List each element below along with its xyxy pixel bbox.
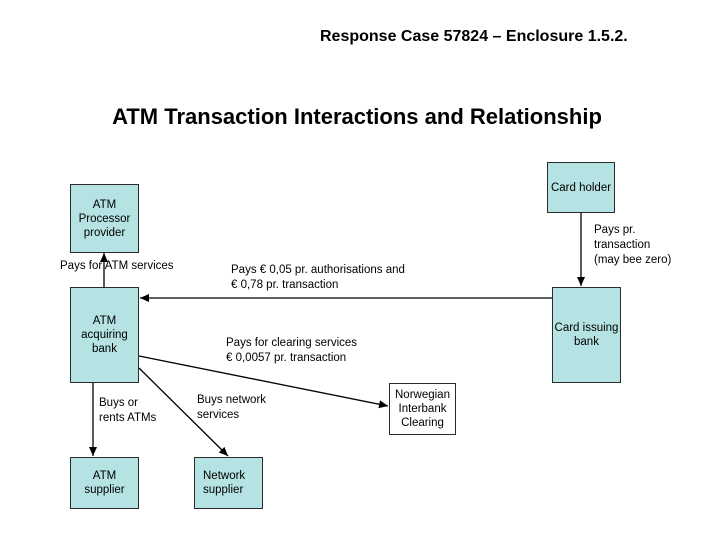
arrow-acquiring-to-clearing — [138, 355, 389, 409]
label-pays-per-transaction: Pays pr. transaction (may bee zero) — [594, 224, 672, 266]
label-buys-atms: Buys or rents ATMs — [99, 397, 157, 424]
node-card-issuing-bank: Card issuing bank — [552, 287, 621, 383]
enclosure-reference: Response Case 57824 – Enclosure 1.5.2. — [320, 28, 628, 45]
node-atm-processor-provider: ATM Processor provider — [70, 184, 139, 253]
diagram-title: ATM Transaction Interactions and Relatio… — [112, 104, 602, 129]
arrow-acquiring-to-network-supplier — [138, 367, 229, 457]
label-pays-clearing: Pays for clearing services € 0,0057 pr. … — [226, 337, 358, 364]
node-norwegian-interbank-clearing: Norwegian Interbank Clearing — [389, 383, 456, 435]
node-card-holder: Card holder — [547, 162, 615, 213]
label-pays-authorisations: Pays € 0,05 pr. authorisations and € 0,7… — [231, 264, 405, 291]
label-pays-atm-services: Pays for ATM services — [60, 260, 174, 272]
label-buys-network: Buys network services — [197, 394, 267, 421]
node-atm-acquiring-bank: ATM acquiring bank — [70, 287, 139, 383]
node-atm-supplier: ATM supplier — [70, 457, 139, 509]
node-network-supplier: Network supplier — [194, 457, 263, 509]
